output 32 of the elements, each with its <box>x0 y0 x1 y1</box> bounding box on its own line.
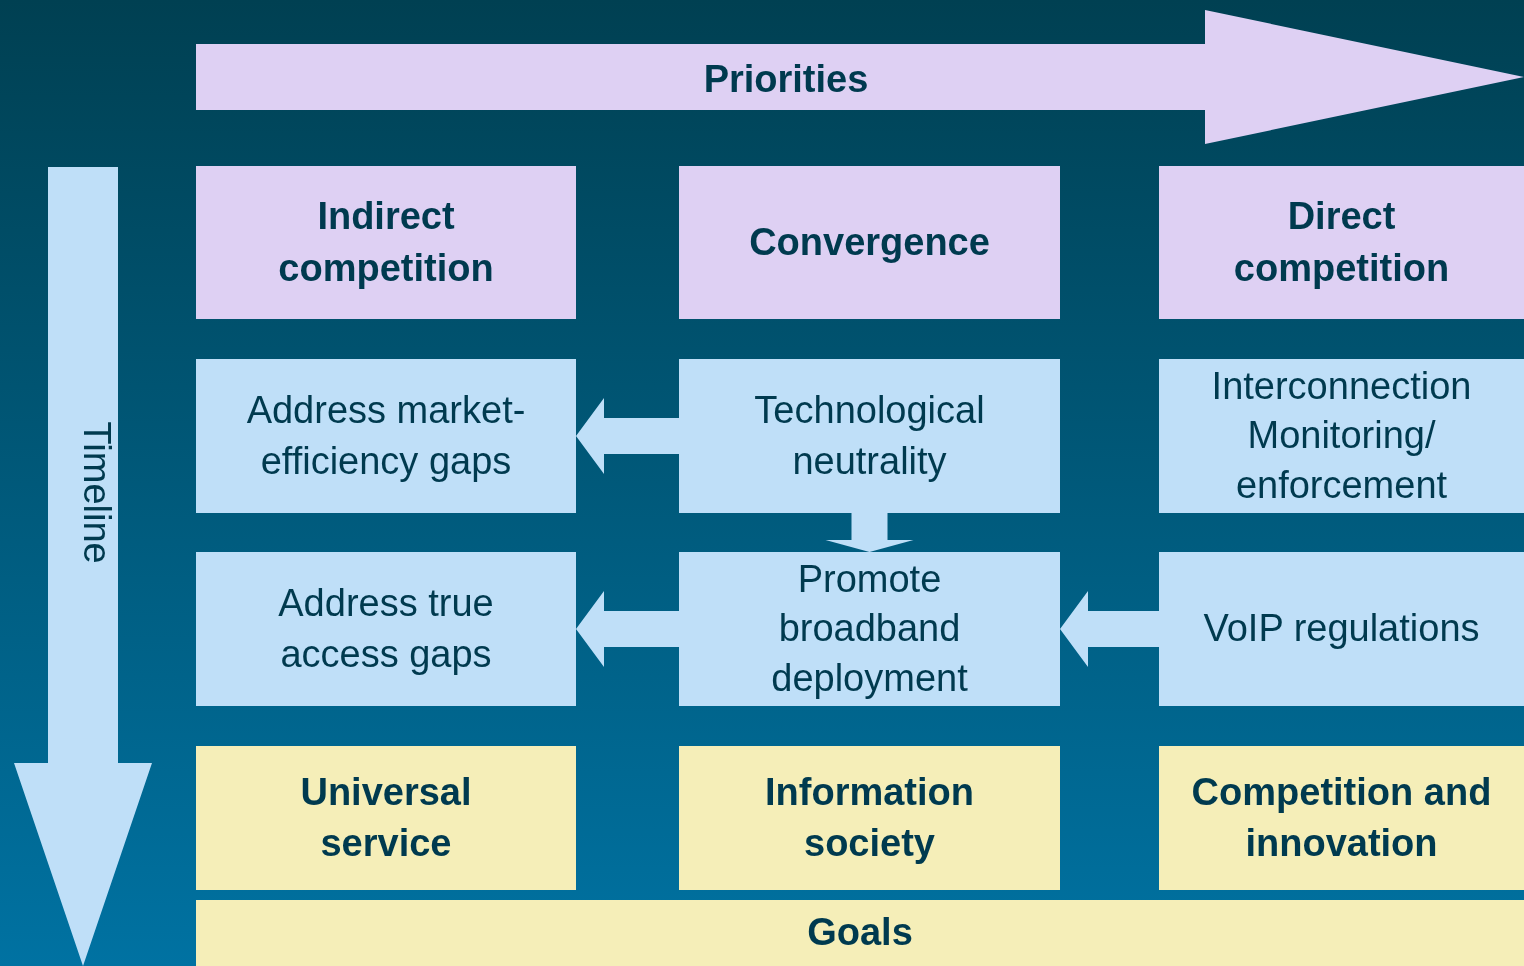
text-box <box>196 552 576 706</box>
text-box <box>679 552 1060 706</box>
text-box <box>1159 552 1524 706</box>
heading-box <box>679 166 1060 319</box>
body-text: Address true access gaps <box>277 580 495 677</box>
block-arrow <box>825 513 914 552</box>
arrow-label: Timeline <box>74 420 119 566</box>
heading-text: Competition and innovation <box>1190 769 1493 866</box>
heading-text: Goals <box>807 910 913 956</box>
text-box <box>1159 359 1524 513</box>
body-text: Interconnection Monitoring/ enforcement <box>1210 363 1473 508</box>
heading-box <box>196 746 576 890</box>
heading-box <box>1159 166 1524 319</box>
arrow-label: Priorities <box>702 57 870 102</box>
body-text: Address market-efficiency gaps <box>245 387 527 484</box>
heading-text: Universal service <box>299 769 473 866</box>
heading-text: Information society <box>764 769 975 866</box>
heading-text: Direct competition <box>1232 194 1451 291</box>
block-arrow <box>576 591 679 667</box>
heading-box <box>1159 746 1524 890</box>
block-arrow <box>1060 591 1159 667</box>
heading-text: Convergence <box>749 219 990 265</box>
body-text: Promote broadband deployment <box>770 556 969 701</box>
text-box <box>679 359 1060 513</box>
heading-box <box>679 746 1060 890</box>
body-text: Technological neutrality <box>753 387 986 484</box>
heading-box <box>196 166 576 319</box>
text-box <box>196 359 576 513</box>
body-text: VoIP regulations <box>1203 606 1480 652</box>
block-arrow <box>576 398 679 474</box>
goals-band <box>196 900 1524 966</box>
heading-text: Indirect competition <box>277 194 495 291</box>
